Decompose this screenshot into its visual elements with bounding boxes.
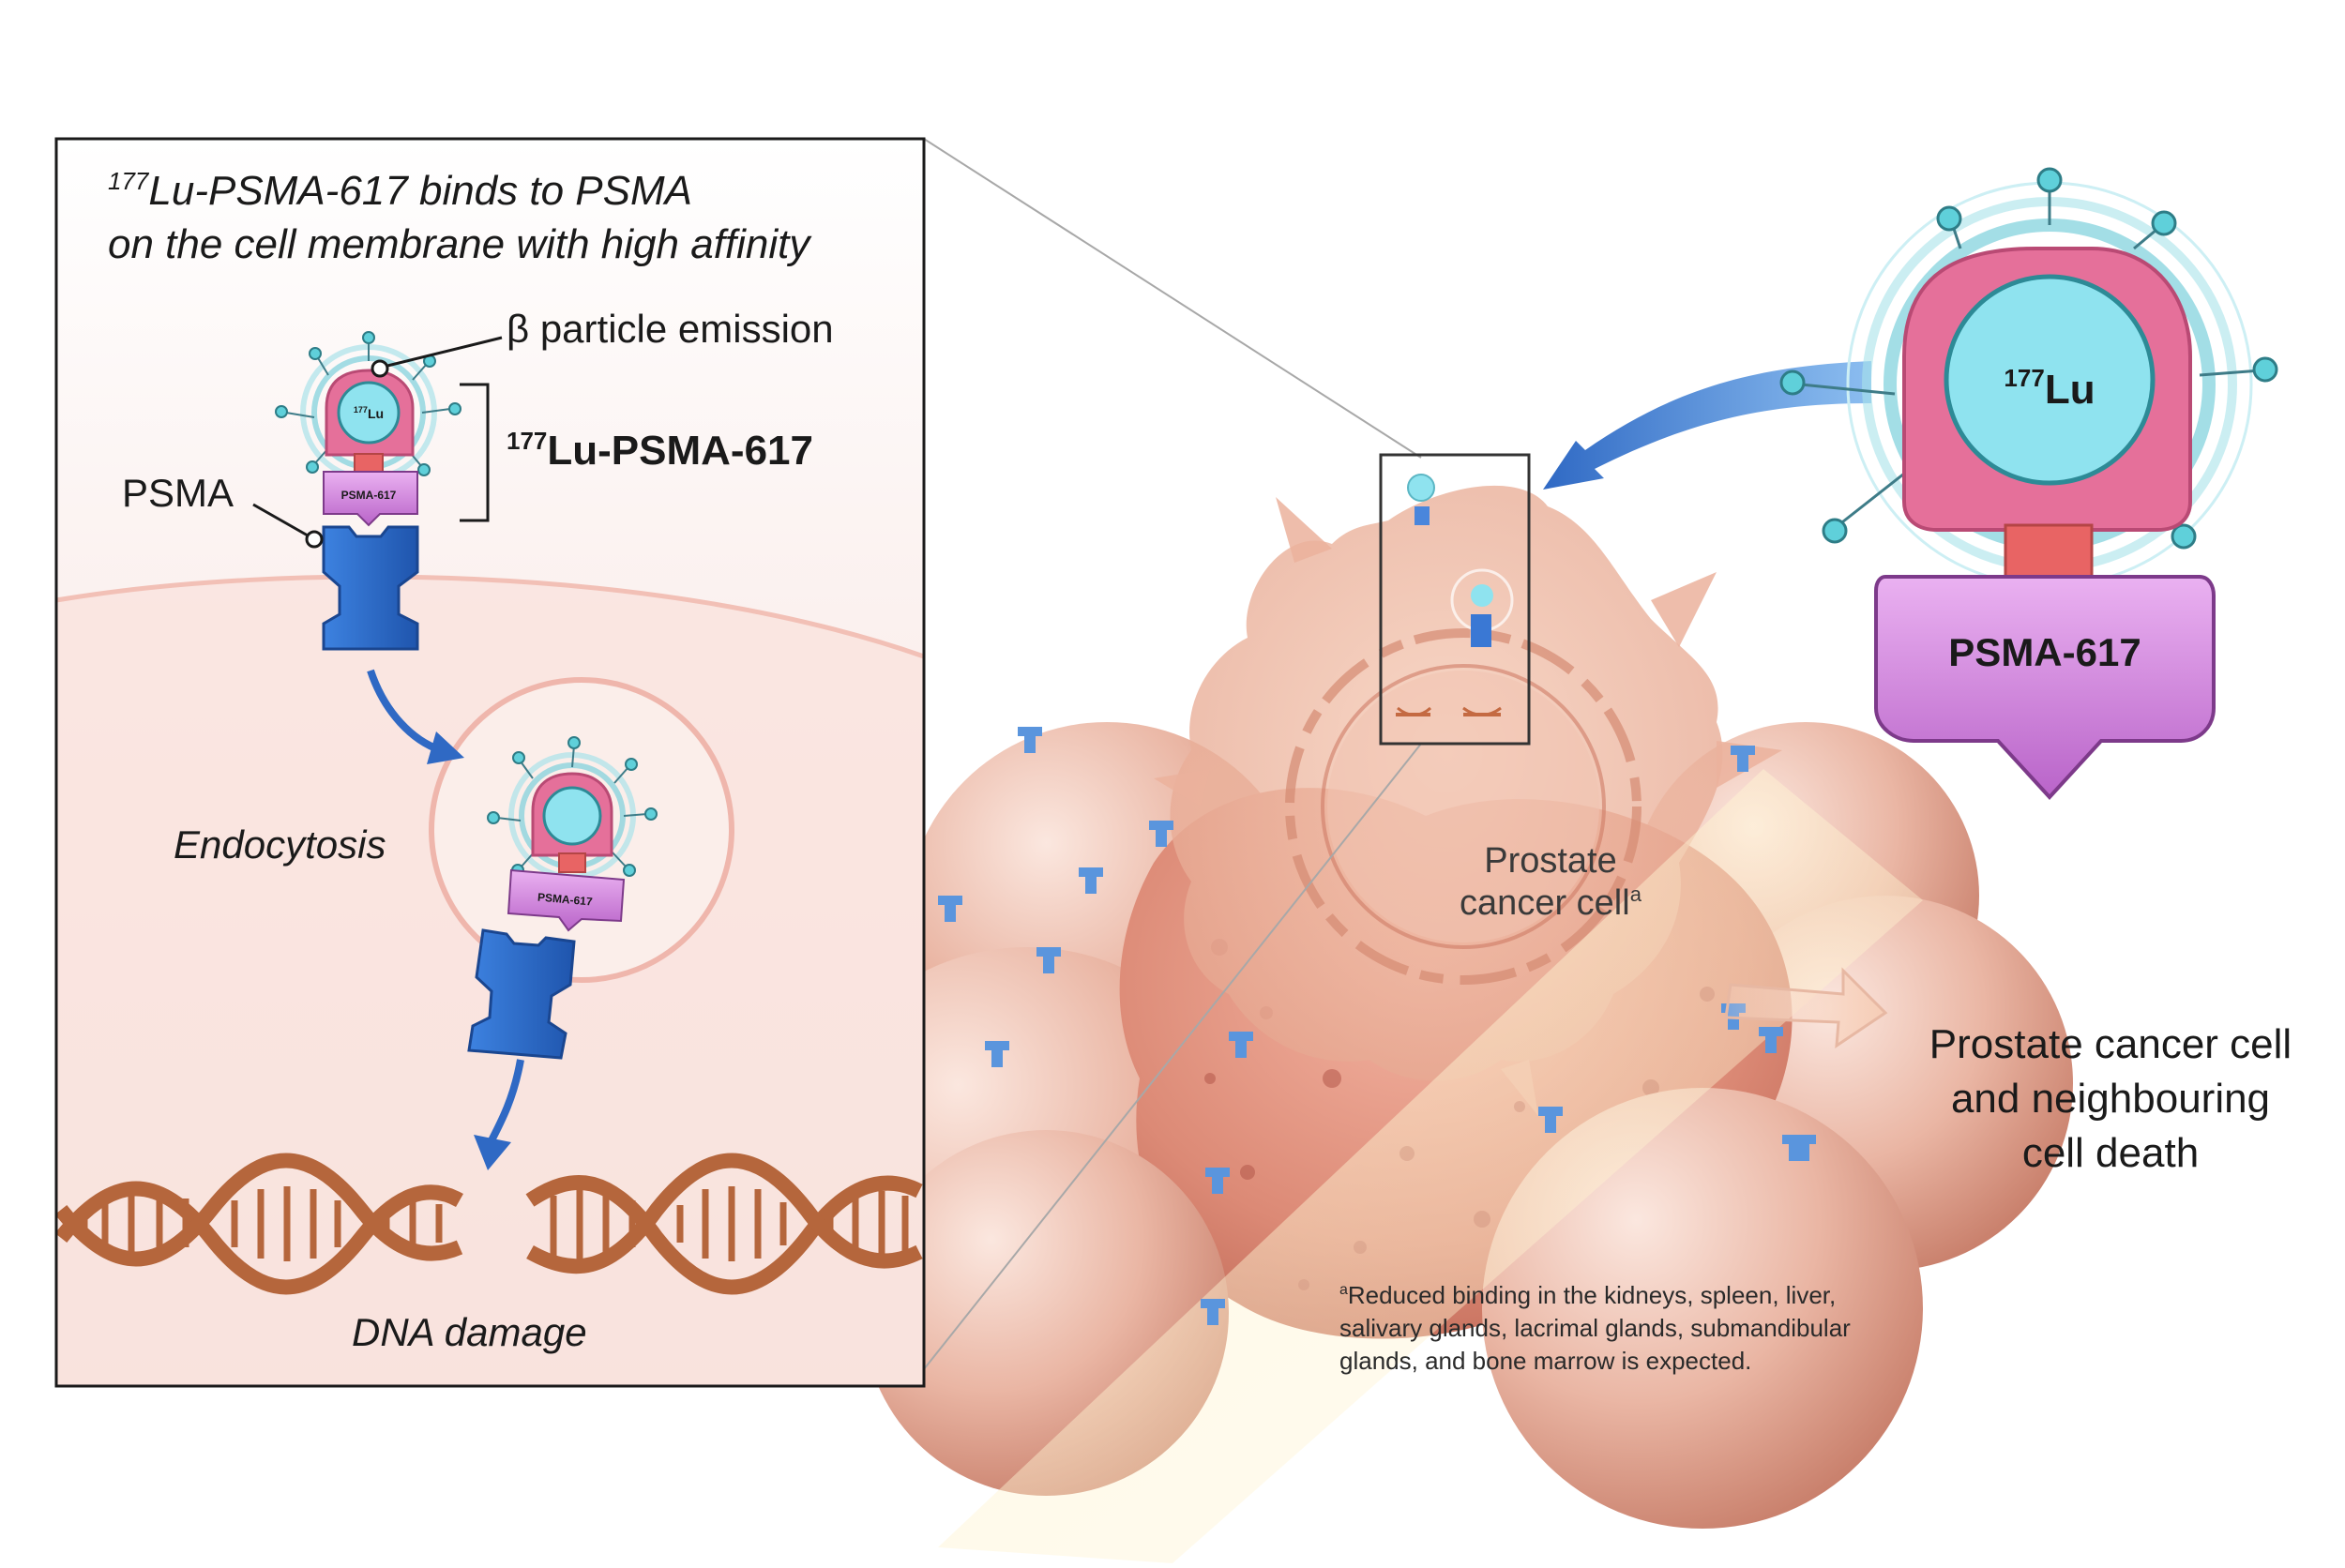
psma617-block — [1874, 575, 2216, 800]
psma-receptor-icon — [467, 928, 576, 1060]
svg-text:177Lu: 177Lu — [354, 405, 384, 421]
psma-receptor-markers — [938, 727, 1816, 1325]
dna-helix-icon — [54, 1153, 923, 1295]
cell-membrane — [55, 574, 925, 659]
svg-text:PSMA-617: PSMA-617 — [537, 890, 594, 908]
cell-label-line1: Prostate — [1484, 841, 1617, 881]
beta-pointer-dot — [371, 359, 389, 378]
nucleus-ring — [1285, 628, 1642, 985]
outcome-line2: and neighbouring — [1951, 1076, 2270, 1122]
psma-label: PSMA — [122, 471, 234, 515]
zoom-lu-label: 177Lu — [2004, 364, 2095, 413]
nucleus-membrane — [1321, 664, 1606, 949]
arrow-to-endosome-head — [427, 731, 464, 764]
footnote-line2: salivary glands, lacrimal glands, subman… — [1339, 1314, 1851, 1342]
zoom-line-top — [923, 138, 1422, 459]
linker-block — [2004, 523, 2094, 581]
light-band — [938, 769, 1923, 1563]
neighbour-cell — [1482, 1088, 1923, 1529]
lutetium-sphere-icon — [1944, 274, 2156, 486]
beta-pointer-line — [379, 336, 503, 369]
zoom-line-bottom — [923, 743, 1422, 1370]
zoom-region-box — [1379, 453, 1531, 746]
psma-pointer-line — [252, 503, 315, 541]
nucleus — [1327, 671, 1599, 942]
cell-label-line2: cancer cella — [1460, 882, 1642, 923]
arrow-to-dna-head — [474, 1135, 511, 1170]
zoom-psma617-label: PSMA-617 — [1948, 630, 2141, 674]
zoom-lu-psma617: 177Lu PSMA-617 — [1779, 167, 2278, 800]
footnote-line1: aReduced binding in the kidneys, spleen,… — [1339, 1281, 1836, 1309]
beta-emission-label: β particle emission — [507, 307, 834, 351]
internalized-compound: PSMA-617 — [467, 736, 658, 1060]
panel-title-line2: on the cell membrane with high affinity — [108, 221, 812, 267]
membrane-bound-compound: 177Lu PSMA-617 — [275, 331, 461, 651]
endocytosis-label: Endocytosis — [174, 822, 386, 867]
lutetium-sphere-icon — [337, 381, 401, 445]
outcome-line1: Prostate cancer cell — [1929, 1021, 2292, 1067]
beta-particles — [1779, 167, 2278, 550]
psma-receptor-icon — [322, 525, 419, 651]
compound-bracket — [460, 383, 490, 522]
lutetium-sphere-icon — [542, 786, 602, 846]
compound-label: 177Lu-PSMA-617 — [507, 427, 813, 474]
arrow-to-dna — [486, 1059, 524, 1146]
panel-title-line1: 177Lu-PSMA-617 binds to PSMA — [108, 167, 692, 214]
svg-text:PSMA-617: PSMA-617 — [341, 489, 397, 502]
panel-border — [54, 137, 926, 1388]
mechanism-panel: 177Lu-PSMA-617 binds to PSMA on the cell… — [54, 137, 926, 1388]
outcome-line3: cell death — [2022, 1130, 2199, 1176]
outcome-arrow — [1724, 967, 1888, 1048]
psma-pointer-dot — [305, 530, 324, 549]
arrow-to-endosome — [367, 669, 443, 754]
footnote-line3: glands, and bone marrow is expected. — [1339, 1347, 1751, 1375]
zoom-beam-arrow — [1543, 361, 1871, 490]
dna-damage-label: DNA damage — [352, 1310, 587, 1354]
